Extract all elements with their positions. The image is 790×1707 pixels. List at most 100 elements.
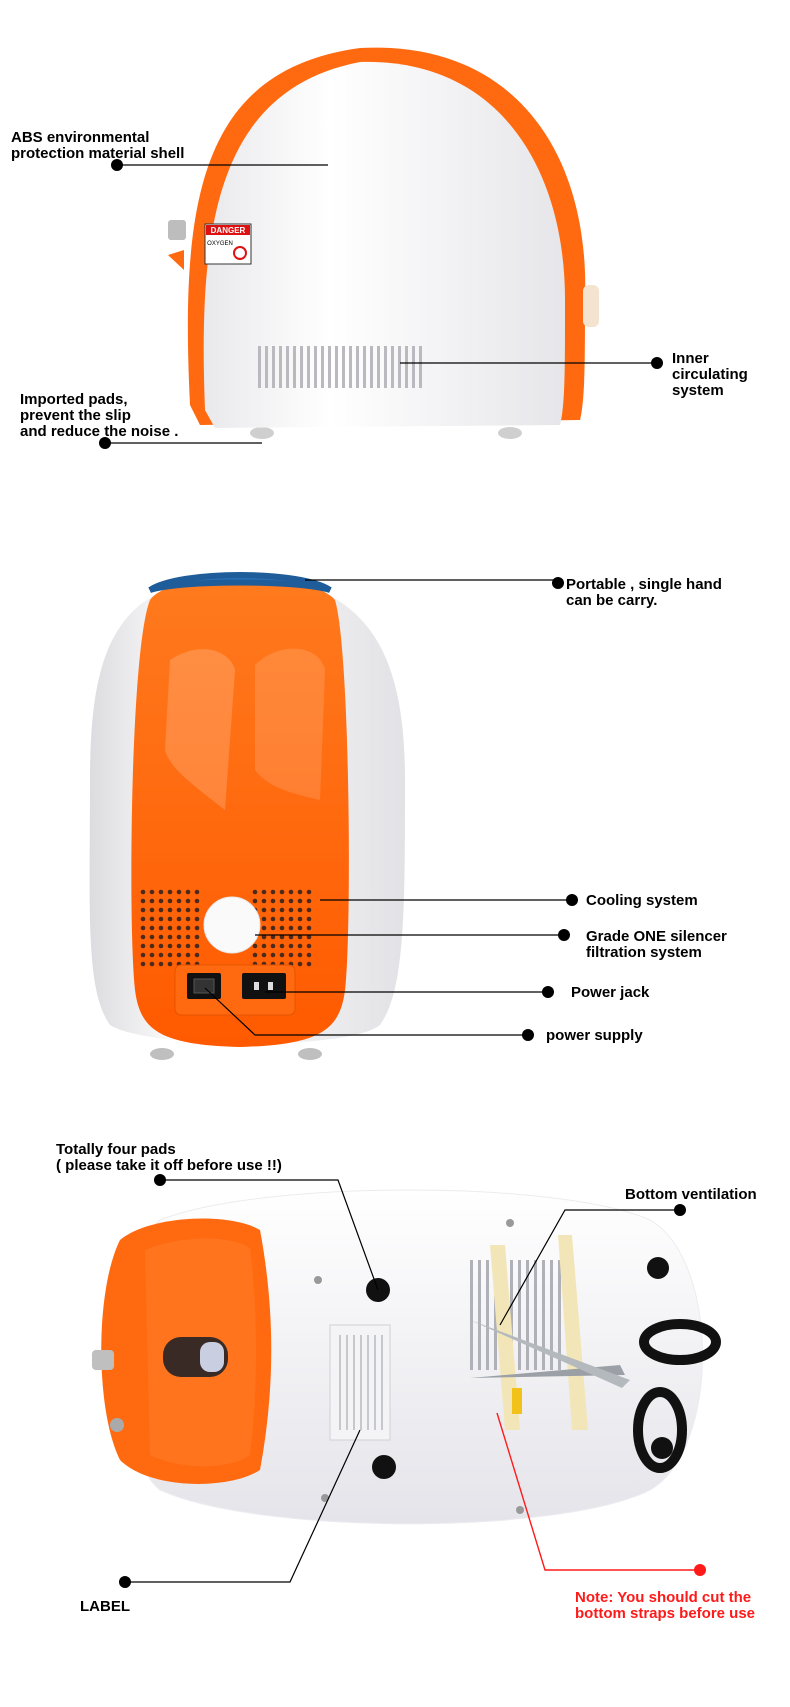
silencer-filter-cap [203,896,261,954]
cooling-hole [158,961,164,967]
vent-slat [349,346,352,388]
vent-slat [391,346,394,388]
cooling-hole [270,934,276,940]
scissors-handle-upper [639,1319,721,1365]
cooling-hole [176,907,182,913]
vent-slat [486,1260,489,1370]
cooling-hole [149,898,155,904]
cooling-hole [167,961,173,967]
vent-slat [272,346,275,388]
cooling-hole [158,889,164,895]
power-jack-socket[interactable] [242,973,286,999]
cooling-hole [194,889,200,895]
cooling-hole [279,925,285,931]
leader-note [496,1412,700,1571]
danger-sticker-title: DANGER [211,226,246,235]
rubber-pad-3 [647,1257,669,1279]
vent-slat [494,1260,497,1370]
panel-highlight-left [165,649,235,810]
cooling-hole [194,907,200,913]
vent-slat [293,346,296,388]
cooling-hole [252,952,258,958]
foot-left [250,427,274,439]
cooling-hole [194,943,200,949]
vent-slat [419,346,422,388]
vent-slat [314,346,317,388]
cooling-hole [306,907,312,913]
cooling-hole [140,925,146,931]
cooling-hole [167,925,173,931]
vent-slat [526,1260,529,1370]
cooling-hole [149,943,155,949]
cooling-hole [270,943,276,949]
cooling-hole [176,943,182,949]
cooling-hole [140,898,146,904]
cooling-hole [306,889,312,895]
yellow-tag [512,1388,522,1414]
label-power-supply: power supply [546,1027,643,1044]
cooling-hole [252,889,258,895]
side-view-panel: DANGER OXYGEN ABS environmental protecti… [0,0,790,470]
cooling-hole [306,943,312,949]
cooling-hole [261,934,267,940]
cooling-hole [270,916,276,922]
bottom-view-illustration [92,1174,721,1588]
leader-dot-note [694,1564,706,1576]
cooling-hole [158,907,164,913]
cooling-hole [140,934,146,940]
label-cooling-system: Cooling system [586,892,698,909]
cooling-hole [140,916,146,922]
leader-dot-handle [552,577,564,589]
cooling-hole [167,952,173,958]
leader-dot-pads [99,437,111,449]
cooling-hole [194,934,200,940]
cooling-hole [261,916,267,922]
cooling-hole [158,934,164,940]
cooling-hole [185,889,191,895]
vent-slat [307,346,310,388]
cooling-hole [149,934,155,940]
white-shell [203,61,566,428]
cooling-hole [270,889,276,895]
no-fire-icon [233,246,247,260]
cooling-hole [288,898,294,904]
carry-handle [148,572,332,593]
cooling-hole [140,889,146,895]
cooling-hole [306,961,312,967]
cooling-hole [288,889,294,895]
vent-slat [398,346,401,388]
leader-dot-power-supply [522,1029,534,1041]
cooling-hole [261,943,267,949]
cooling-hole [167,943,173,949]
vent-slat [258,346,261,388]
leader-power-supply [204,987,528,1036]
bottom-strap-right [558,1235,588,1430]
cooling-hole [306,925,312,931]
side-view-illustration: DANGER OXYGEN [99,47,663,449]
foot-right [498,427,522,439]
cooling-hole [185,925,191,931]
cooling-hole [149,961,155,967]
cooling-hole [176,925,182,931]
cooling-hole [167,898,173,904]
cooling-hole [176,934,182,940]
cooling-hole [176,898,182,904]
cooling-hole [149,907,155,913]
vent-slat [518,1260,521,1370]
cooling-hole [167,889,173,895]
cooling-hole [279,916,285,922]
vent-slat [550,1260,553,1370]
cooling-hole [252,943,258,949]
danger-sticker-band [206,225,250,235]
leader-dot-label [119,1576,131,1588]
cooling-hole [297,934,303,940]
cooling-hole [261,898,267,904]
cooling-hole [306,934,312,940]
vent-slat [370,346,373,388]
cooling-hole [288,916,294,922]
cooling-hole [261,952,267,958]
cooling-hole [288,943,294,949]
vent-slat [363,346,366,388]
cooling-hole [288,934,294,940]
rubber-pad-4 [651,1437,673,1459]
